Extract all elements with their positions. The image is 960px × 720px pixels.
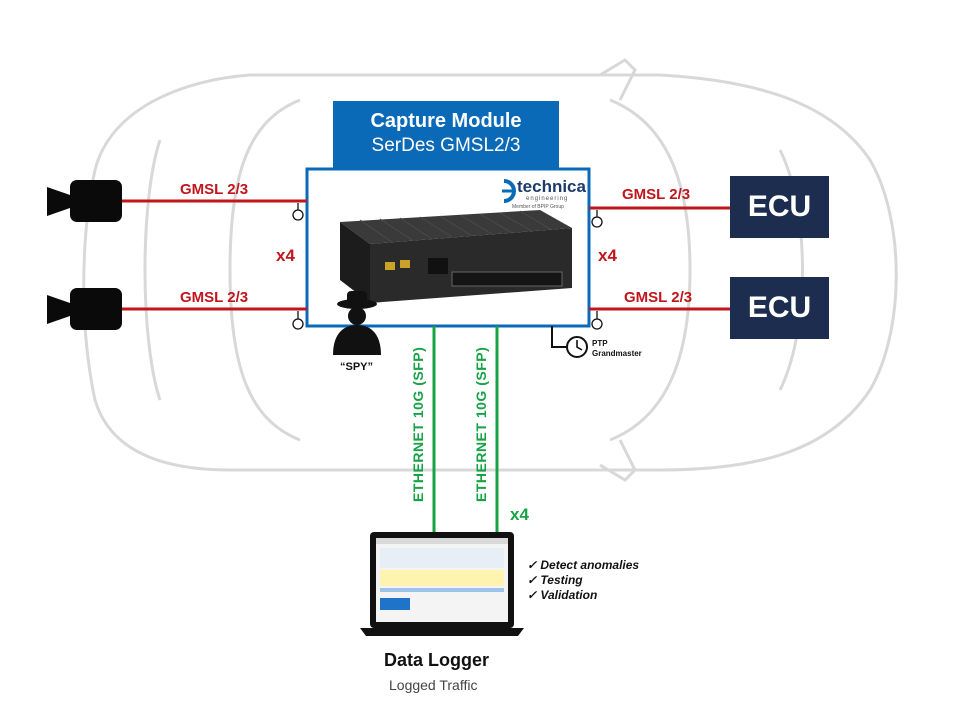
brand-name: technica (517, 177, 586, 196)
gmsl-label-left-top: GMSL 2/3 (180, 181, 249, 198)
gmsl-label-right-bottom: GMSL 2/3 (624, 289, 693, 306)
data-logger-title: Data Logger (384, 650, 490, 670)
car-outline (82, 58, 898, 482)
data-logger-subtitle: Logged Traffic (389, 677, 478, 693)
gmsl-links (120, 199, 732, 311)
capture-module-title-box: Capture Module SerDes GMSL2/3 (333, 101, 559, 169)
checklist: ✓ Detect anomalies ✓ Testing ✓ Validatio… (527, 558, 639, 603)
link-clock-icons (292, 203, 603, 330)
ptp-line2: Grandmaster (592, 349, 642, 358)
spy-icon (333, 291, 381, 355)
ecu-box-bottom: ECU (730, 277, 829, 339)
gmsl-label-left-bottom: GMSL 2/3 (180, 289, 249, 306)
gmsl-label-right-top: GMSL 2/3 (622, 186, 691, 203)
multiplier-left: x4 (276, 246, 295, 265)
checklist-item: ✓ Validation (527, 588, 598, 602)
ptp-clock-icon (551, 326, 588, 358)
brand-sub: engineering (526, 196, 569, 202)
ptp-line1: PTP (592, 339, 608, 348)
checklist-item: ✓ Testing (527, 573, 583, 587)
spy-label: “SPY” (340, 361, 374, 373)
capture-module-title: Capture Module (370, 110, 522, 132)
ethernet-label-left: ETHERNET 10G (SFP) (410, 346, 426, 502)
brand-group: Member of BPIP Group (512, 204, 564, 210)
technica-logo (502, 179, 516, 203)
camera-icon (47, 180, 122, 222)
multiplier-ethernet: x4 (510, 505, 529, 524)
laptop-icon (360, 532, 524, 636)
ethernet-label-right: ETHERNET 10G (SFP) (473, 346, 489, 502)
ethernet-links (432, 326, 499, 535)
camera-icon (47, 288, 122, 330)
multiplier-right: x4 (598, 246, 617, 265)
checklist-item: ✓ Detect anomalies (527, 558, 640, 572)
ecu-box-top: ECU (730, 176, 829, 238)
capture-device-image (340, 210, 572, 303)
capture-module-subtitle: SerDes GMSL2/3 (371, 135, 521, 156)
